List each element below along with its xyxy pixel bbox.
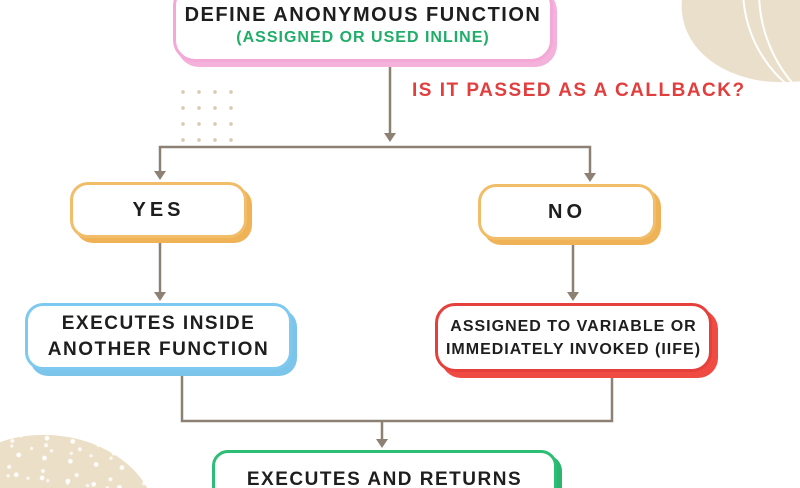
no-label: NO <box>548 200 586 223</box>
dot-grid-decoration <box>171 80 233 142</box>
arrowhead-icon <box>154 171 166 180</box>
arrowhead-icon <box>567 292 579 301</box>
connector-branch-split <box>158 145 592 173</box>
arrowhead-icon <box>384 133 396 142</box>
result-label: EXECUTES AND RETURNS <box>246 469 523 488</box>
connector-merge <box>180 372 614 423</box>
title-box: DEFINE ANONYMOUS FUNCTION (ASSIGNED OR U… <box>173 0 553 62</box>
arrowhead-icon <box>584 173 596 182</box>
iife-box: ASSIGNED TO VARIABLE OR IMMEDIATELY INVO… <box>435 303 712 372</box>
question-label: IS IT PASSED AS A CALLBACK? <box>412 80 746 101</box>
executes-inside-box: EXECUTES INSIDE ANOTHER FUNCTION <box>25 303 292 370</box>
yes-box: YES <box>70 182 247 238</box>
title-line: DEFINE ANONYMOUS FUNCTION <box>184 4 542 26</box>
iife-line: IMMEDIATELY INVOKED (IIFE) <box>445 340 702 358</box>
no-box: NO <box>478 184 656 240</box>
result-box: EXECUTES AND RETURNS <box>212 450 557 488</box>
arrowhead-icon <box>154 292 166 301</box>
executes-inside-line: EXECUTES INSIDE <box>61 312 256 334</box>
title-subtitle: (ASSIGNED OR USED INLINE) <box>236 29 490 46</box>
yes-label: YES <box>132 198 185 221</box>
executes-inside-line: ANOTHER FUNCTION <box>47 338 270 360</box>
iife-line: ASSIGNED TO VARIABLE OR <box>450 317 697 335</box>
arrowhead-icon <box>376 439 388 448</box>
